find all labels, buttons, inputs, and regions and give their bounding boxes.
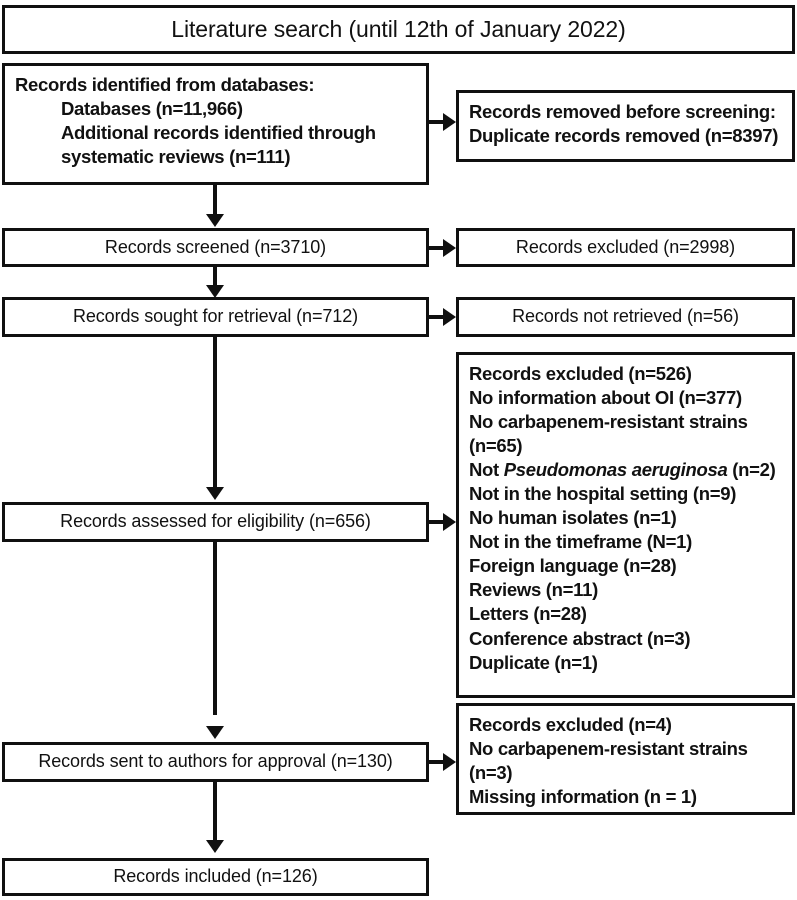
records-sent-authors-box: Records sent to authors for approval (n=… [2, 742, 429, 782]
records-sent-authors-label: Records sent to authors for approval (n=… [38, 751, 393, 772]
arrow-sought-to-assessed-icon [206, 487, 224, 500]
databases-count-line: Databases (n=11,966) [61, 98, 243, 120]
connector-assessed-to-sent [213, 542, 217, 715]
exclusion-reason-10: Duplicate (n=1) [469, 651, 598, 673]
records-not-retrieved-box: Records not retrieved (n=56) [456, 297, 795, 337]
connector-sought-to-assessed [213, 337, 217, 489]
exclusion-reason-0: No information about OI (n=377) [469, 387, 742, 409]
approval-exclusion-reason-0: No carbapenem-resistant strains [469, 738, 748, 760]
approval-exclusions-box: Records excluded (n=4) No carbapenem-res… [456, 703, 795, 815]
approval-exclusions-heading: Records excluded (n=4) [469, 714, 672, 735]
arrow-screened-to-excluded-icon [443, 239, 456, 257]
approval-exclusion-reason-1: (n=3) [469, 762, 513, 784]
records-identified-heading: Records identified from databases: [15, 74, 315, 95]
connector-identified-to-removed [429, 120, 445, 124]
exclusion-reason-9: Conference abstract (n=3) [469, 627, 691, 649]
exclusion-reason-species: Not Pseudomonas aeruginosa (n=2) [469, 458, 786, 482]
additional-records-line-2: systematic reviews (n=111) [61, 146, 291, 168]
connector-screened-to-excluded [429, 246, 445, 250]
records-excluded-screening-box: Records excluded (n=2998) [456, 228, 795, 267]
exclusion-reason-6: Foreign language (n=28) [469, 555, 677, 577]
connector-sent-to-included [213, 782, 217, 842]
exclusion-reason-3: Not in the hospital setting (n=9) [469, 483, 737, 505]
arrow-sent-to-included-icon [206, 840, 224, 853]
records-assessed-label: Records assessed for eligibility (n=656) [60, 511, 371, 532]
connector-identified-to-screened [213, 185, 217, 218]
records-removed-heading: Records removed before screening: [469, 101, 776, 122]
exclusion-reason-8: Letters (n=28) [469, 603, 587, 625]
approval-exclusion-reason-2: Missing information (n = 1) [469, 786, 697, 808]
species-prefix: Not [469, 459, 504, 481]
arrow-screened-to-sought-icon [206, 285, 224, 298]
arrow-assessed-to-exclusions-icon [443, 513, 456, 531]
eligibility-exclusions-box: Records excluded (n=526) No information … [456, 352, 795, 698]
species-name: Pseudomonas aeruginosa [503, 459, 728, 481]
connector-sought-to-not-retrieved [429, 315, 445, 319]
arrow-identified-to-removed-icon [443, 113, 456, 131]
arrow-sought-to-not-retrieved-icon [443, 308, 456, 326]
records-included-box: Records included (n=126) [2, 858, 429, 896]
records-identified-box: Records identified from databases: Datab… [2, 63, 429, 185]
records-included-label: Records included (n=126) [113, 866, 318, 887]
exclusion-reason-5: Not in the timeframe (N=1) [469, 531, 692, 553]
exclusion-reason-2: (n=65) [469, 435, 523, 457]
records-sought-box: Records sought for retrieval (n=712) [2, 297, 429, 337]
records-sought-label: Records sought for retrieval (n=712) [72, 306, 359, 327]
records-assessed-box: Records assessed for eligibility (n=656) [2, 502, 429, 542]
exclusion-reason-1: No carbapenem-resistant strains [469, 411, 748, 433]
additional-records-line-1: Additional records identified through [61, 122, 376, 144]
arrow-assessed-to-sent-icon [206, 726, 224, 739]
duplicate-records-removed-line: Duplicate records removed (n=8397) [469, 125, 779, 147]
exclusion-reason-4: No human isolates (n=1) [469, 507, 677, 529]
species-suffix: (n=2) [727, 459, 776, 481]
exclusion-reason-7: Reviews (n=11) [469, 579, 598, 601]
connector-assessed-to-exclusions [429, 520, 445, 524]
arrow-sent-to-approval-exclusions-icon [443, 753, 456, 771]
connector-screened-to-sought [213, 267, 217, 289]
arrow-identified-to-screened-icon [206, 214, 224, 227]
records-excluded-screening-label: Records excluded (n=2998) [515, 236, 736, 257]
diagram-title-box: Literature search (until 12th of January… [2, 5, 795, 54]
connector-sent-to-approval-exclusions [429, 760, 445, 764]
eligibility-exclusions-heading: Records excluded (n=526) [469, 363, 692, 384]
records-screened-label: Records screened (n=3710) [104, 236, 327, 257]
records-removed-box: Records removed before screening: Duplic… [456, 90, 795, 162]
page-title: Literature search (until 12th of January… [171, 15, 626, 42]
records-not-retrieved-label: Records not retrieved (n=56) [512, 306, 739, 327]
records-screened-box: Records screened (n=3710) [2, 228, 429, 267]
